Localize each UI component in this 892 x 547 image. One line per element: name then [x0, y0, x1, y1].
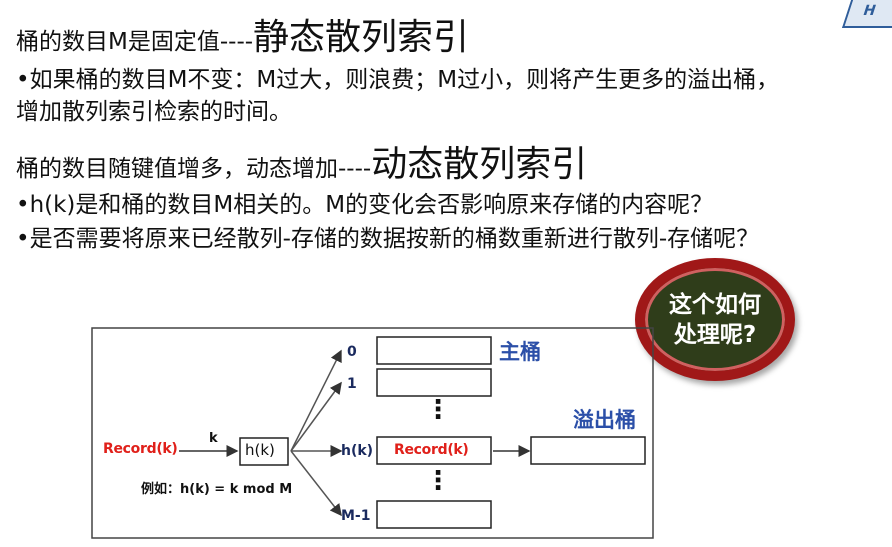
dynamic-hash-title: 动态散列索引 [371, 144, 588, 185]
index-0: 0 [347, 344, 357, 360]
arrow-to-bucket-0 [290, 349, 342, 452]
example-formula: 例如：h(k) = k mod M [141, 482, 293, 497]
diagram-drawing [91, 327, 654, 539]
index-hk: h(k) [341, 443, 374, 459]
index-1: 1 [347, 376, 357, 392]
overflow-bucket-label: 溢出桶 [573, 408, 636, 432]
bucket-hk [376, 436, 492, 465]
record-k-label: Record(k) [103, 441, 178, 457]
bucket-1 [376, 368, 492, 397]
dynamic-hash-line: 桶的数目随键值增多，动态增加----动态散列索引 [16, 135, 587, 187]
static-hash-prefix: 桶的数目M是固定值---- [16, 29, 254, 55]
bucket-0 [376, 336, 492, 365]
callout-line1: 这个如何 [669, 291, 761, 318]
dynamic-bullet-2: •是否需要将原来已经散列-存储的数据按新的桶数重新进行散列-存储呢？ [16, 226, 760, 252]
dynamic-hash-prefix: 桶的数目随键值增多，动态增加---- [16, 156, 372, 182]
arrow-to-bucket-1 [290, 381, 342, 452]
bucket-record-label: Record(k) [394, 442, 469, 458]
hash-function-box [239, 437, 289, 466]
diagram-frame [91, 327, 654, 539]
callout-line2: 处理呢? [673, 321, 757, 348]
arrow-to-bucket-m1 [290, 450, 342, 517]
ellipsis-upper: ⋮ [425, 395, 451, 425]
logo-text: H [860, 3, 878, 19]
logo-icon: H [842, 0, 892, 28]
overflow-bucket [530, 436, 646, 465]
hash-box-label: h(k) [245, 441, 275, 459]
callout-bubble: 这个如何 处理呢? [635, 258, 795, 381]
static-bullet-line1: •如果桶的数目M不变：M过大，则浪费；M过小，则将产生更多的溢出桶， [16, 67, 780, 93]
bucket-m1 [376, 500, 492, 529]
static-bullet-line2: 增加散列索引检索的时间。 [16, 99, 292, 125]
hash-diagram: Record(k) k h(k) 例如：h(k) = k mod M 0 1 h… [91, 327, 654, 539]
static-hash-line: 桶的数目M是固定值----静态散列索引 [16, 8, 469, 60]
index-m1: M-1 [341, 508, 371, 524]
ellipsis-lower: ⋮ [425, 466, 451, 496]
main-bucket-label: 主桶 [499, 340, 541, 364]
static-hash-title: 静态散列索引 [253, 17, 470, 58]
k-label: k [209, 431, 218, 446]
dynamic-bullet-1: •h(k)是和桶的数目M相关的。M的变化会否影响原来存储的内容呢？ [16, 192, 714, 218]
